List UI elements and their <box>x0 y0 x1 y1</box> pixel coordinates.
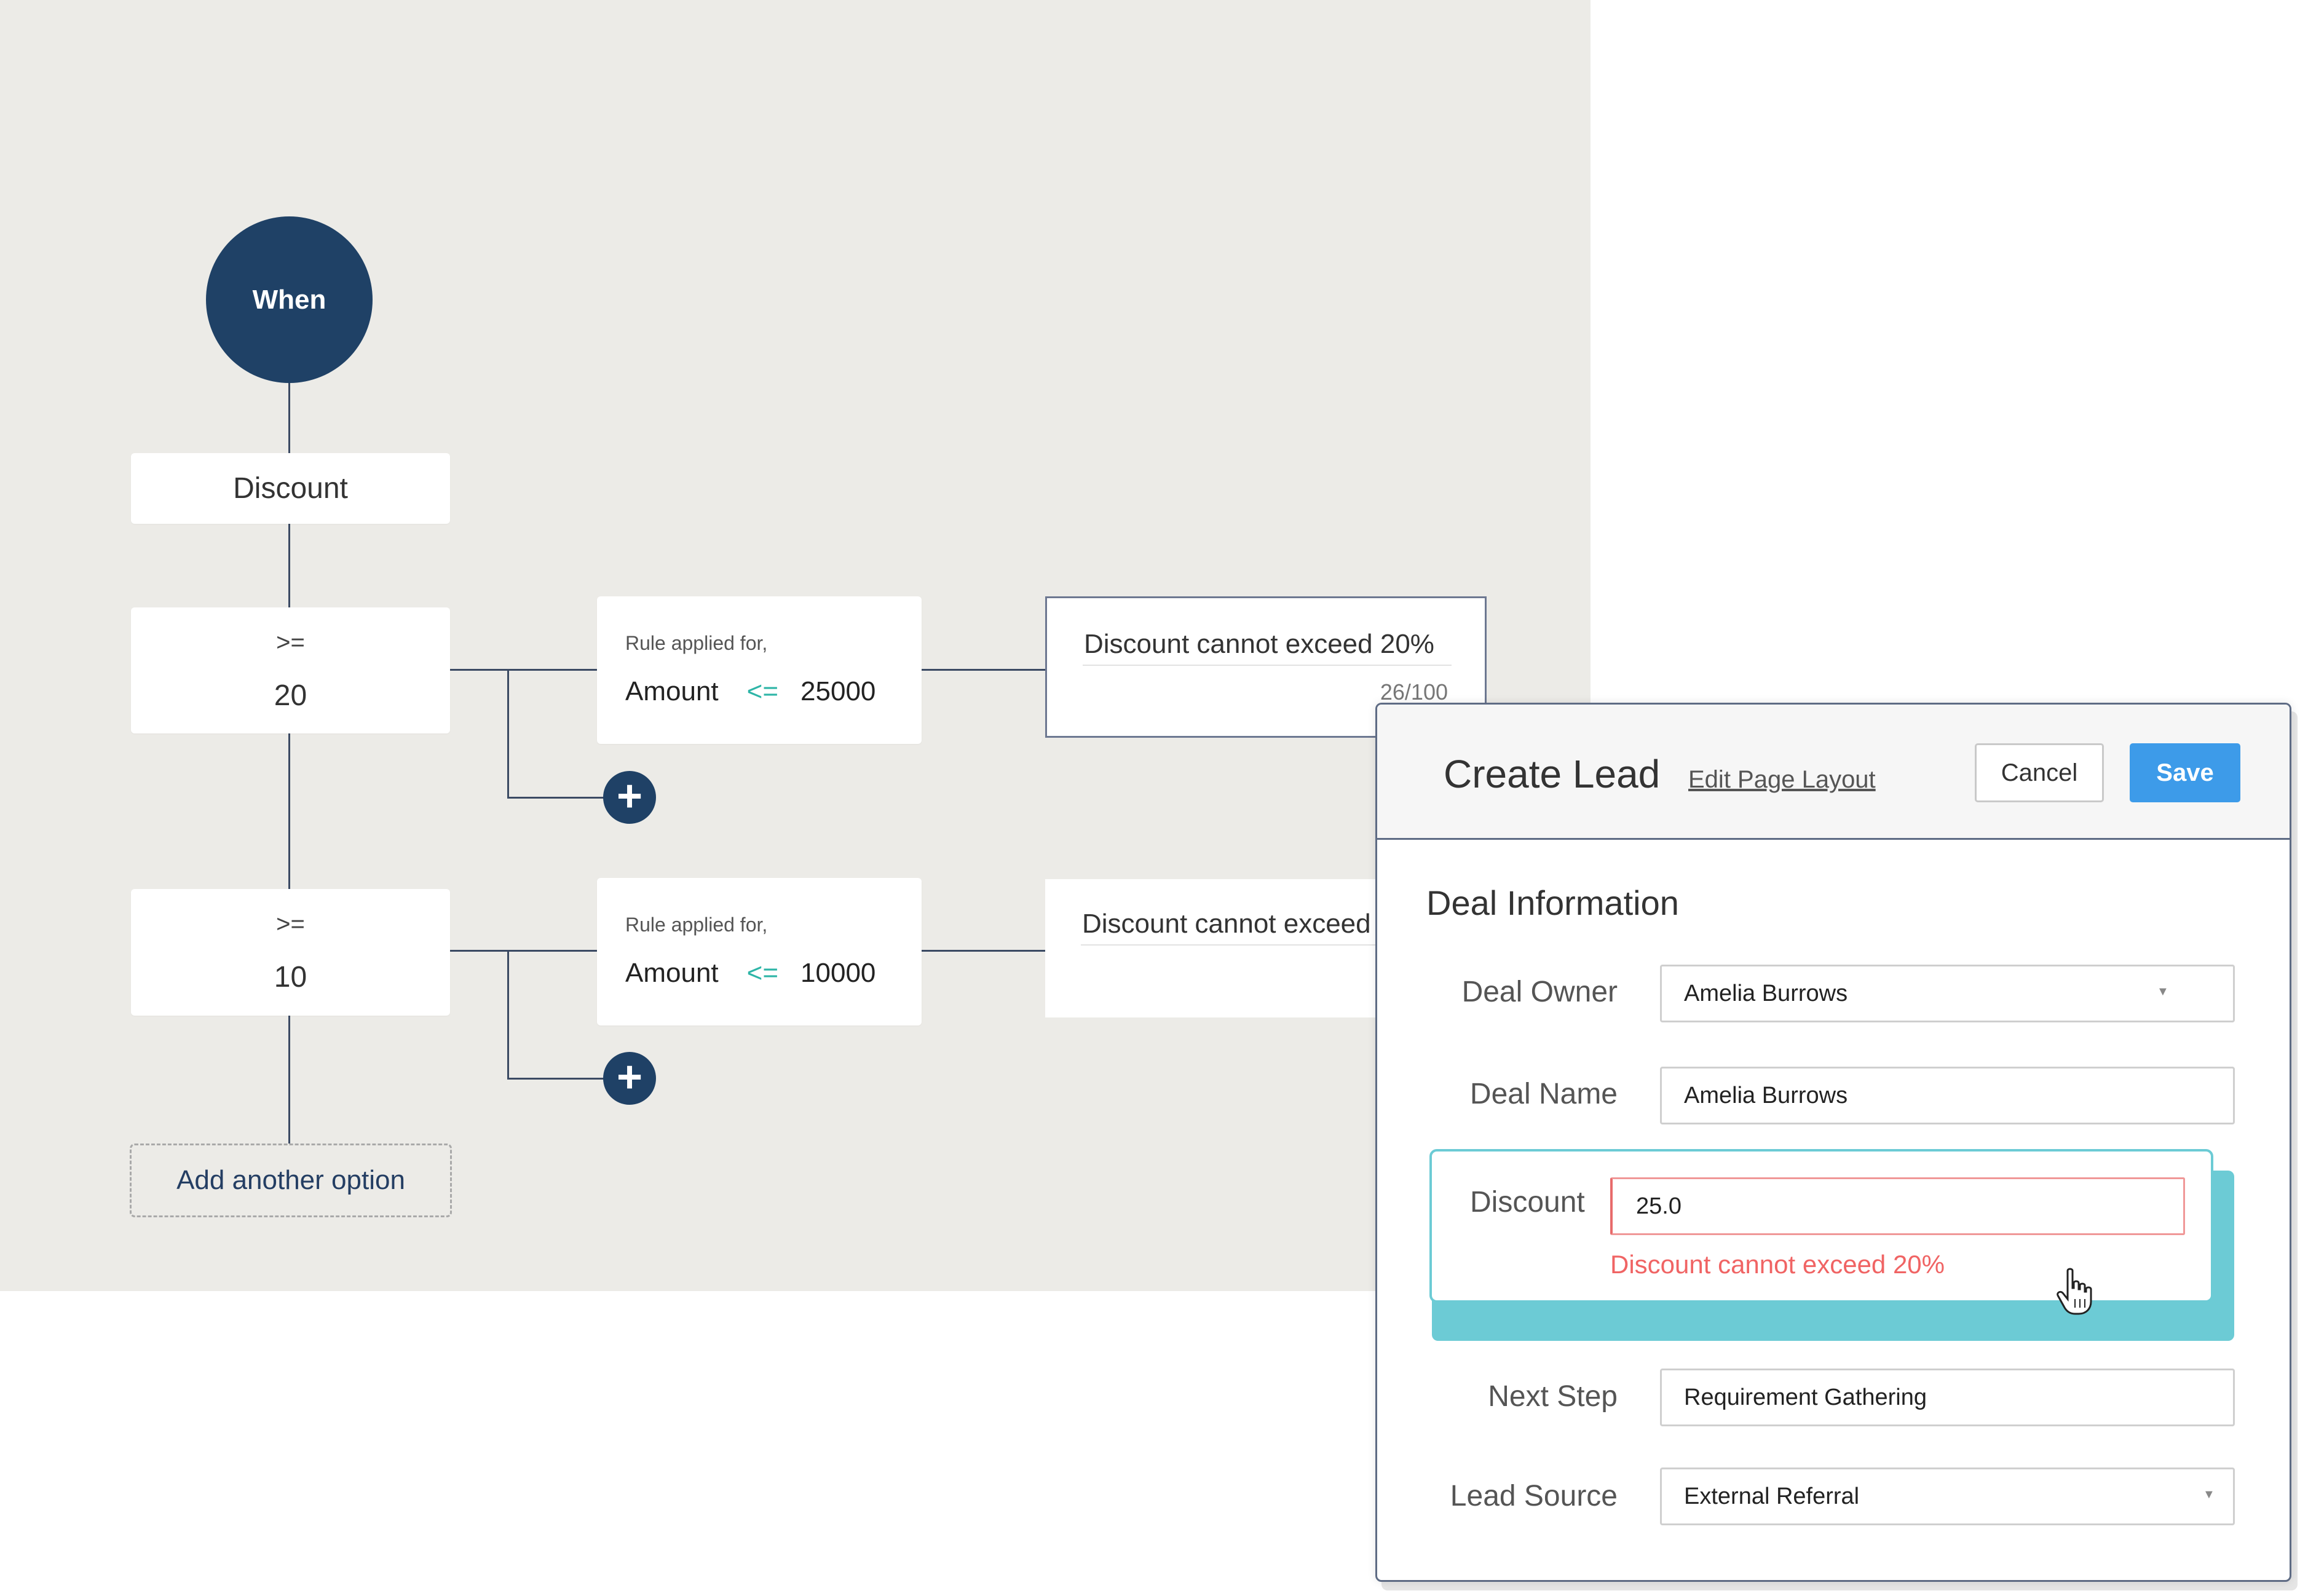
rule-value: 25000 <box>800 676 876 706</box>
discount-label: Discount <box>1470 1186 1585 1219</box>
rule-flow-canvas: When Discount >= 20 Rule applied for, Am… <box>0 0 1591 1291</box>
deal-owner-label: Deal Owner <box>1461 976 1618 1008</box>
condition-operator: >= <box>276 628 305 656</box>
validation-error-message: Discount cannot exceed 20% <box>1610 1250 1945 1279</box>
field-node-discount[interactable]: Discount <box>131 453 450 524</box>
lead-source-value: External Referral <box>1684 1483 1860 1509</box>
rule-heading: Rule applied for, <box>625 632 768 654</box>
deal-name-value: Amelia Burrows <box>1684 1082 1848 1108</box>
connector <box>288 1016 290 1144</box>
connector <box>922 669 1045 671</box>
lead-source-label: Lead Source <box>1450 1480 1618 1512</box>
deal-owner-value: Amelia Burrows <box>1684 980 1848 1006</box>
connector <box>450 950 597 952</box>
rule-operator: <= <box>746 676 779 706</box>
condition-value: 10 <box>274 961 307 994</box>
condition-node[interactable]: >= 20 <box>131 607 450 733</box>
discount-input[interactable]: 25.0 <box>1610 1177 2185 1235</box>
connector <box>288 524 290 607</box>
section-title: Deal Information <box>1426 883 1679 922</box>
connector <box>507 950 509 1080</box>
cancel-button[interactable]: Cancel <box>1975 743 2104 802</box>
message-underline <box>1081 944 1450 946</box>
hand-pointer-icon <box>2057 1268 2092 1315</box>
add-rule-button[interactable]: + <box>603 771 656 824</box>
dialog-header: Create Lead Edit Page Layout Cancel Save <box>1377 705 2290 840</box>
rule-expression: Amount <= 10000 <box>625 958 875 989</box>
rule-heading: Rule applied for, <box>625 914 768 936</box>
rule-field: Amount <box>625 958 719 988</box>
add-rule-button[interactable]: + <box>603 1052 656 1105</box>
message-text[interactable]: Discount cannot exceed <box>1082 909 1371 939</box>
char-counter: 26/100 <box>1380 679 1448 705</box>
connector <box>507 797 606 799</box>
message-node[interactable]: Discount cannot exceed 20% 26/100 <box>1045 596 1487 738</box>
rule-node[interactable]: Rule applied for, Amount <= 10000 <box>597 878 922 1025</box>
discount-field-card: Discount 25.0 Discount cannot exceed 20% <box>1429 1149 2213 1315</box>
rule-node[interactable]: Rule applied for, Amount <= 25000 <box>597 596 922 744</box>
connector <box>922 950 1045 952</box>
save-button[interactable]: Save <box>2130 743 2240 802</box>
discount-value: 25.0 <box>1636 1193 1682 1219</box>
message-text[interactable]: Discount cannot exceed 20% <box>1084 629 1434 659</box>
next-step-label: Next Step <box>1488 1380 1618 1413</box>
when-trigger-node[interactable]: When <box>206 216 373 383</box>
connector <box>450 669 597 671</box>
chevron-down-icon: ▼ <box>2203 1488 2215 1501</box>
condition-node[interactable]: >= 10 <box>131 889 450 1016</box>
rule-field: Amount <box>625 676 719 706</box>
dialog-title: Create Lead <box>1444 752 1661 796</box>
condition-operator: >= <box>276 911 305 938</box>
message-underline <box>1083 665 1452 666</box>
edit-page-layout-link[interactable]: Edit Page Layout <box>1688 766 1876 793</box>
deal-name-label: Deal Name <box>1469 1078 1618 1110</box>
deal-owner-select[interactable]: Amelia Burrows ▼ <box>1660 965 2235 1022</box>
next-step-input[interactable]: Requirement Gathering <box>1660 1369 2235 1426</box>
connector <box>507 1078 606 1080</box>
rule-value: 10000 <box>800 958 876 988</box>
connector <box>288 733 290 889</box>
next-step-value: Requirement Gathering <box>1684 1384 1927 1410</box>
create-lead-dialog: Create Lead Edit Page Layout Cancel Save… <box>1375 703 2291 1582</box>
chevron-down-icon: ▼ <box>2157 985 2169 998</box>
deal-name-input[interactable]: Amelia Burrows <box>1660 1067 2235 1124</box>
condition-value: 20 <box>274 679 307 712</box>
lead-source-select[interactable]: External Referral ▼ <box>1660 1468 2235 1525</box>
rule-operator: <= <box>746 958 779 988</box>
rule-expression: Amount <= 25000 <box>625 676 875 707</box>
connector <box>288 382 290 453</box>
add-another-option-button[interactable]: Add another option <box>130 1144 452 1217</box>
connector <box>507 669 509 798</box>
